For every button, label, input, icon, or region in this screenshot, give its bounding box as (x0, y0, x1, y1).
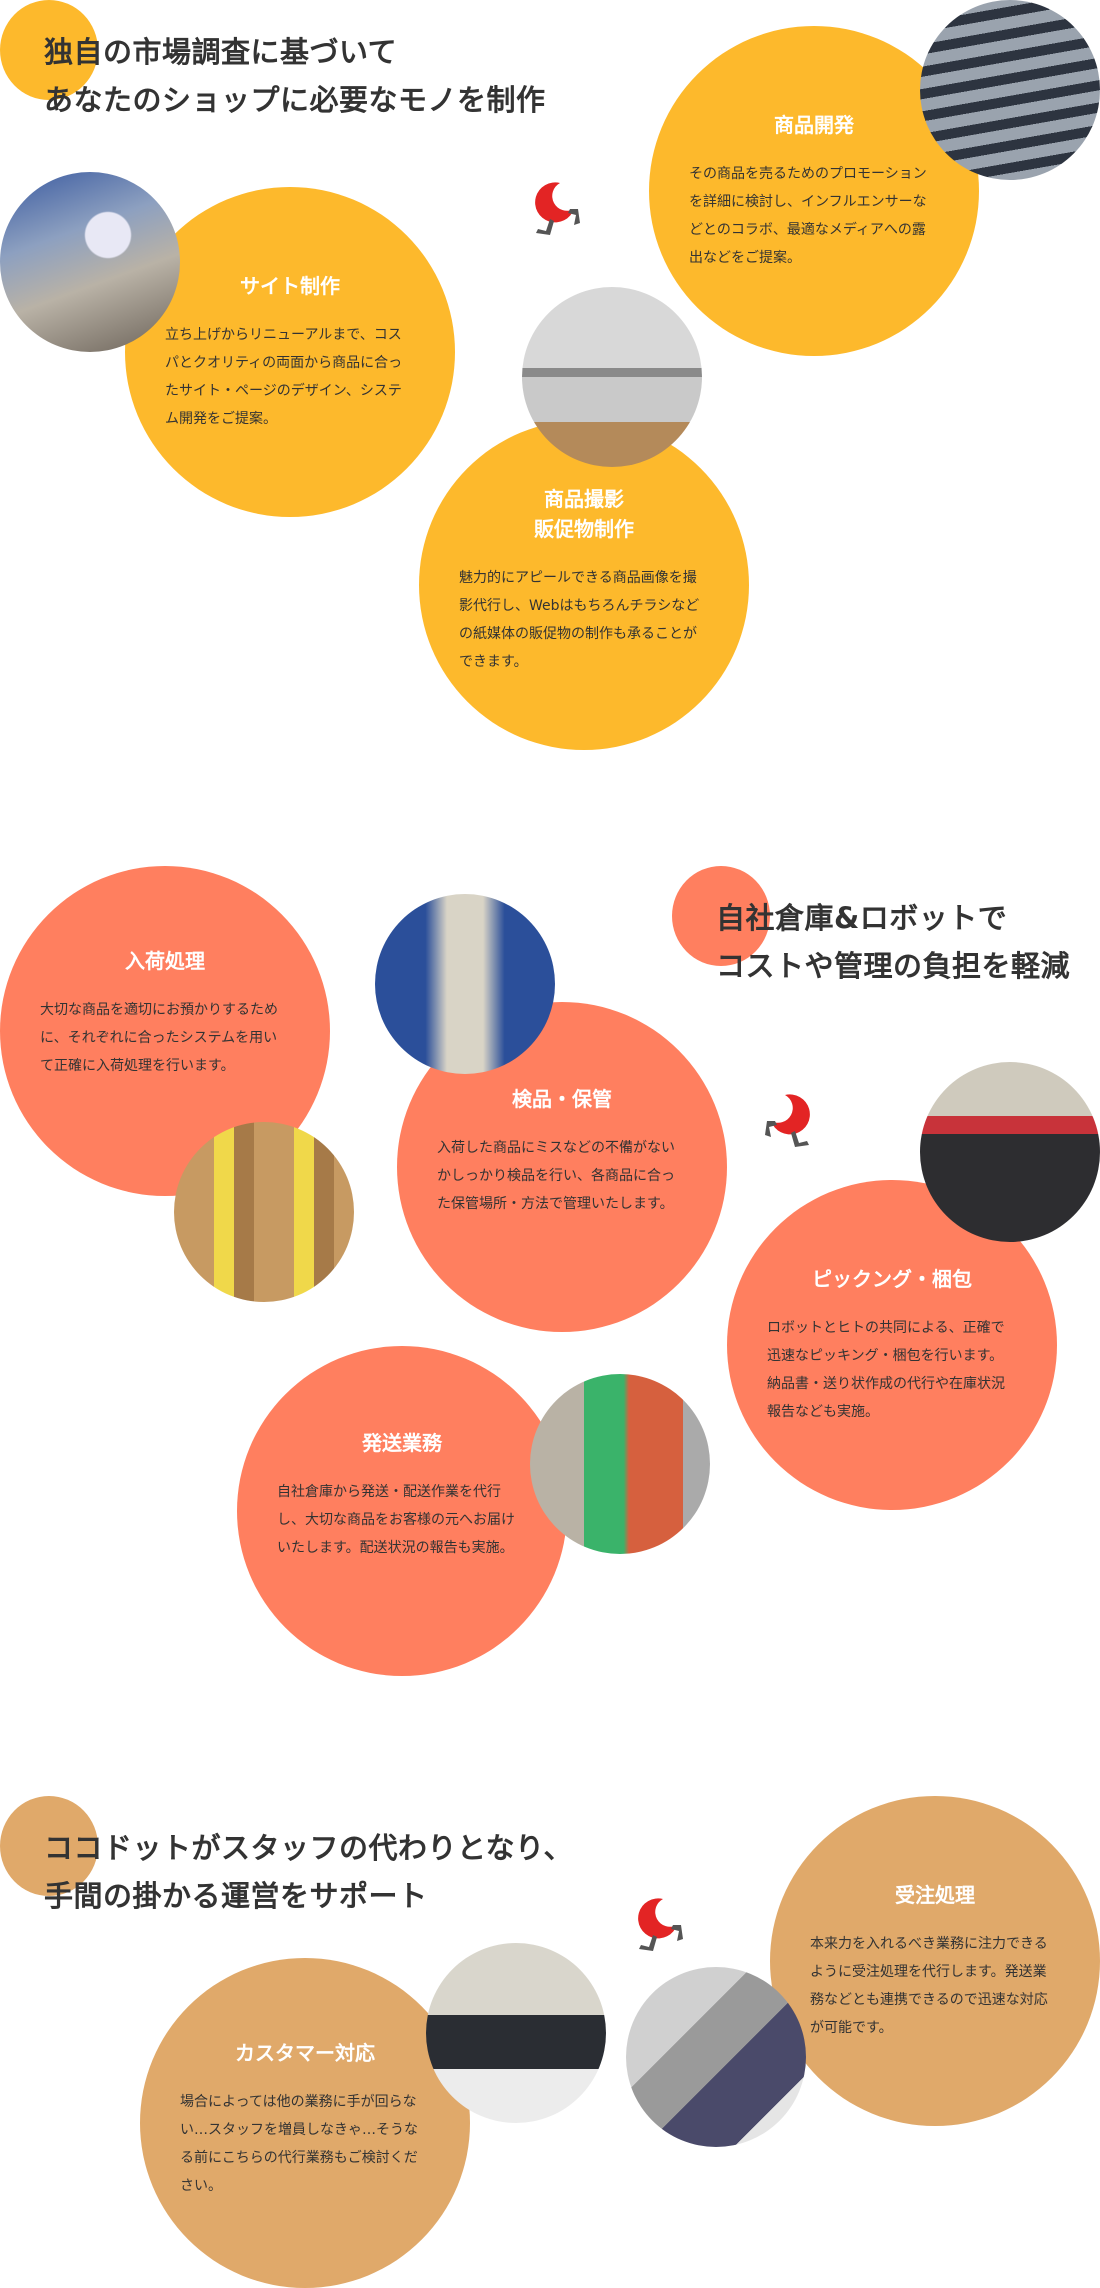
service-title: 入荷処理 (125, 949, 205, 973)
cocodot-logo-icon (765, 1094, 810, 1147)
heading-line: あなたのショップに必要なモノを制作 (44, 83, 546, 117)
service-customer-support: カスタマー対応 場合によっては他の業務に手が回らない…スタッフを増員しなきゃ…そ… (140, 1958, 470, 2288)
service-title: 発送業務 (362, 1431, 442, 1455)
heading-line: 独自の市場調査に基づいて (44, 35, 398, 69)
service-title: 検品・保管 (512, 1087, 612, 1111)
heading-line: 手間の掛かる運営をサポート (44, 1879, 428, 1913)
section2-heading: 自社倉庫&ロボットで コストや管理の負担を軽減 (716, 894, 1070, 990)
heading-line: ココドットがスタッフの代わりとなり、 (44, 1831, 573, 1865)
office-floor-photo (426, 1943, 606, 2123)
section1-heading: 独自の市場調査に基づいて あなたのショップに必要なモノを制作 (44, 28, 546, 124)
section3-heading: ココドットがスタッフの代わりとなり、 手間の掛かる運営をサポート (44, 1824, 573, 1920)
service-description: 魅力的にアピールできる商品画像を撮影代行し、Webはもちろんチラシなどの紙媒体の… (459, 570, 700, 670)
heading-deco-circle (0, 1796, 98, 1896)
heading-deco-circle (0, 0, 98, 100)
service-title: 商品撮影 販促物制作 (534, 487, 634, 541)
cocodot-logo-icon (638, 1898, 683, 1951)
service-photography: 商品撮影 販促物制作 魅力的にアピールできる商品画像を撮影代行し、Webはもちろ… (419, 420, 749, 750)
service-description: ロボットとヒトの共同による、正確で迅速なピッキング・梱包を行います。納品書・送り… (767, 1320, 1005, 1420)
conveyor-photo (626, 1967, 806, 2147)
warehouse-shelves-photo (920, 0, 1100, 180)
warehouse-aisle-photo (375, 894, 555, 1074)
service-description: 自社倉庫から発送・配送作業を代行し、大切な商品をお客様の元へお届けいたします。配… (277, 1484, 515, 1556)
service-description: その商品を売るためのプロモーションを詳細に検討し、インフルエンサーなどとのコラボ… (689, 166, 927, 266)
service-description: 場合によっては他の業務に手が回らない…スタッフを増員しなきゃ…そうなる前にこちら… (180, 2094, 418, 2194)
photo-studio-photo (522, 287, 702, 467)
service-title: カスタマー対応 (235, 2041, 375, 2065)
service-description: 大切な商品を適切にお預かりするために、それぞれに合ったシステムを用いて正確に入荷… (40, 1002, 278, 1074)
heading-line: 自社倉庫&ロボットで (716, 901, 1008, 935)
service-site-production: サイト制作 立ち上げからリニューアルまで、コスパとクオリティの両面から商品に合っ… (125, 187, 455, 517)
service-title: 受注処理 (895, 1883, 975, 1907)
service-title: ピックング・梱包 (812, 1267, 972, 1291)
service-title: 商品開発 (774, 113, 854, 137)
robot-floor-photo (920, 1062, 1100, 1242)
heading-line: コストや管理の負担を軽減 (716, 949, 1071, 983)
service-description: 本来力を入れるべき業務に注力できるように受注処理を代行します。発送業務などとも連… (810, 1936, 1048, 2036)
numbered-boxes-photo (174, 1122, 354, 1302)
service-order-processing: 受注処理 本来力を入れるべき業務に注力できるように受注処理を代行します。発送業務… (770, 1796, 1100, 2126)
cocodot-logo-icon (535, 182, 580, 235)
service-shipping: 発送業務 自社倉庫から発送・配送作業を代行し、大切な商品をお客様の元へお届けいた… (237, 1346, 567, 1676)
service-description: 入荷した商品にミスなどの不備がないかしっかり検品を行い、各商品に合った保管場所・… (437, 1140, 675, 1212)
service-description: 立ち上げからリニューアルまで、コスパとクオリティの両面から商品に合ったサイト・ペ… (165, 327, 403, 427)
office-monitors-photo (0, 172, 180, 352)
forklift-photo (530, 1374, 710, 1554)
service-title: サイト制作 (240, 274, 340, 298)
heading-deco-circle (672, 866, 770, 966)
